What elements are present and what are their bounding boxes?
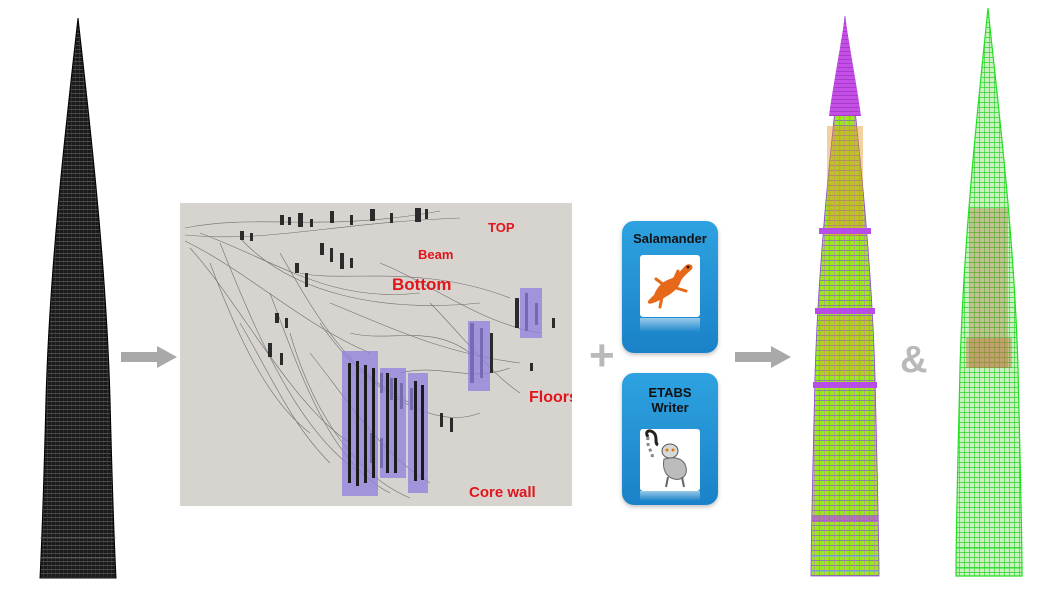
arrow-right-icon xyxy=(121,346,177,368)
ampersand-symbol: & xyxy=(900,339,928,381)
wireframe-tower xyxy=(39,17,117,579)
plugin-title: ETABS Writer xyxy=(648,385,692,415)
label-top: TOP xyxy=(488,220,515,235)
label-core-wall: Core wall xyxy=(469,484,536,501)
grasshopper-definition-canvas: TOP Beam Bottom Floors Core wall xyxy=(180,203,572,506)
salamander-plugin-tile: Salamander xyxy=(622,221,718,353)
node-graph xyxy=(184,208,555,499)
arrow-right-icon xyxy=(735,346,791,368)
etabs-writer-plugin-tile: ETABS Writer xyxy=(622,373,718,505)
analysis-model-tower xyxy=(810,15,880,577)
label-bottom: Bottom xyxy=(392,275,452,294)
label-beam: Beam xyxy=(418,247,454,262)
result-model-tower xyxy=(955,7,1023,577)
plus-symbol: + xyxy=(589,331,615,380)
salamander-icon xyxy=(640,255,700,317)
plugin-title: Salamander xyxy=(633,231,707,246)
label-floors: Floors xyxy=(529,389,572,406)
lemur-icon xyxy=(640,429,700,491)
